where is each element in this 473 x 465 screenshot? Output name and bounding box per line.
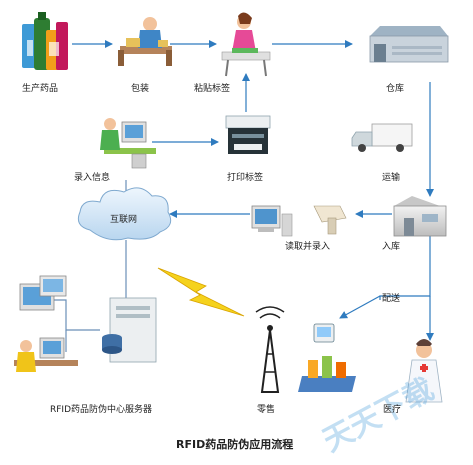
- label-hospital: 医疗: [383, 403, 401, 415]
- label-server: RFID药品防伪中心服务器: [50, 403, 152, 415]
- label-printer-icon: [225, 115, 271, 154]
- labeling-worker-icon: [221, 12, 271, 77]
- pharmacy-shelf-icon: [298, 323, 356, 392]
- data-entry-workstation-icon: [100, 118, 156, 169]
- server-operator-icon: [14, 337, 78, 372]
- wireless-bolt-icon: [157, 267, 245, 317]
- storage-building-icon: [393, 196, 447, 237]
- label-deliver: 配送: [382, 292, 400, 304]
- hospital-nurse-icon: [405, 339, 443, 403]
- label-store-in: 入库: [382, 240, 400, 252]
- retail-tower-icon: [255, 306, 285, 393]
- diagram-title: RFID药品防伪应用流程: [176, 437, 293, 451]
- label-print: 打印标签: [227, 171, 263, 183]
- flow-arrows: [72, 40, 434, 341]
- server-cluster-icon: [19, 275, 157, 363]
- label-read-input: 读取并录入: [285, 240, 330, 252]
- medicine-bottles-icon: [22, 12, 68, 70]
- arrow-deliver: [379, 236, 431, 300]
- label-produce: 生产药品: [22, 82, 58, 94]
- label-sticking: 粘贴标签: [194, 82, 230, 94]
- internet-cloud-icon: [77, 187, 172, 241]
- label-input-info: 录入信息: [74, 171, 110, 183]
- label-retail: 零售: [257, 403, 275, 415]
- delivery-truck-icon: [351, 123, 413, 152]
- packaging-worker-icon: [118, 17, 172, 66]
- arrow-deliver-to-retail: [339, 295, 381, 319]
- rfid-reader-computer-icon: [251, 205, 347, 237]
- label-transport: 运输: [382, 171, 400, 183]
- label-warehouse: 仓库: [386, 82, 404, 94]
- label-internet: 互联网: [110, 214, 137, 225]
- warehouse-icon: [369, 26, 449, 63]
- line-server-workstations: [52, 299, 100, 331]
- label-package: 包装: [131, 82, 149, 94]
